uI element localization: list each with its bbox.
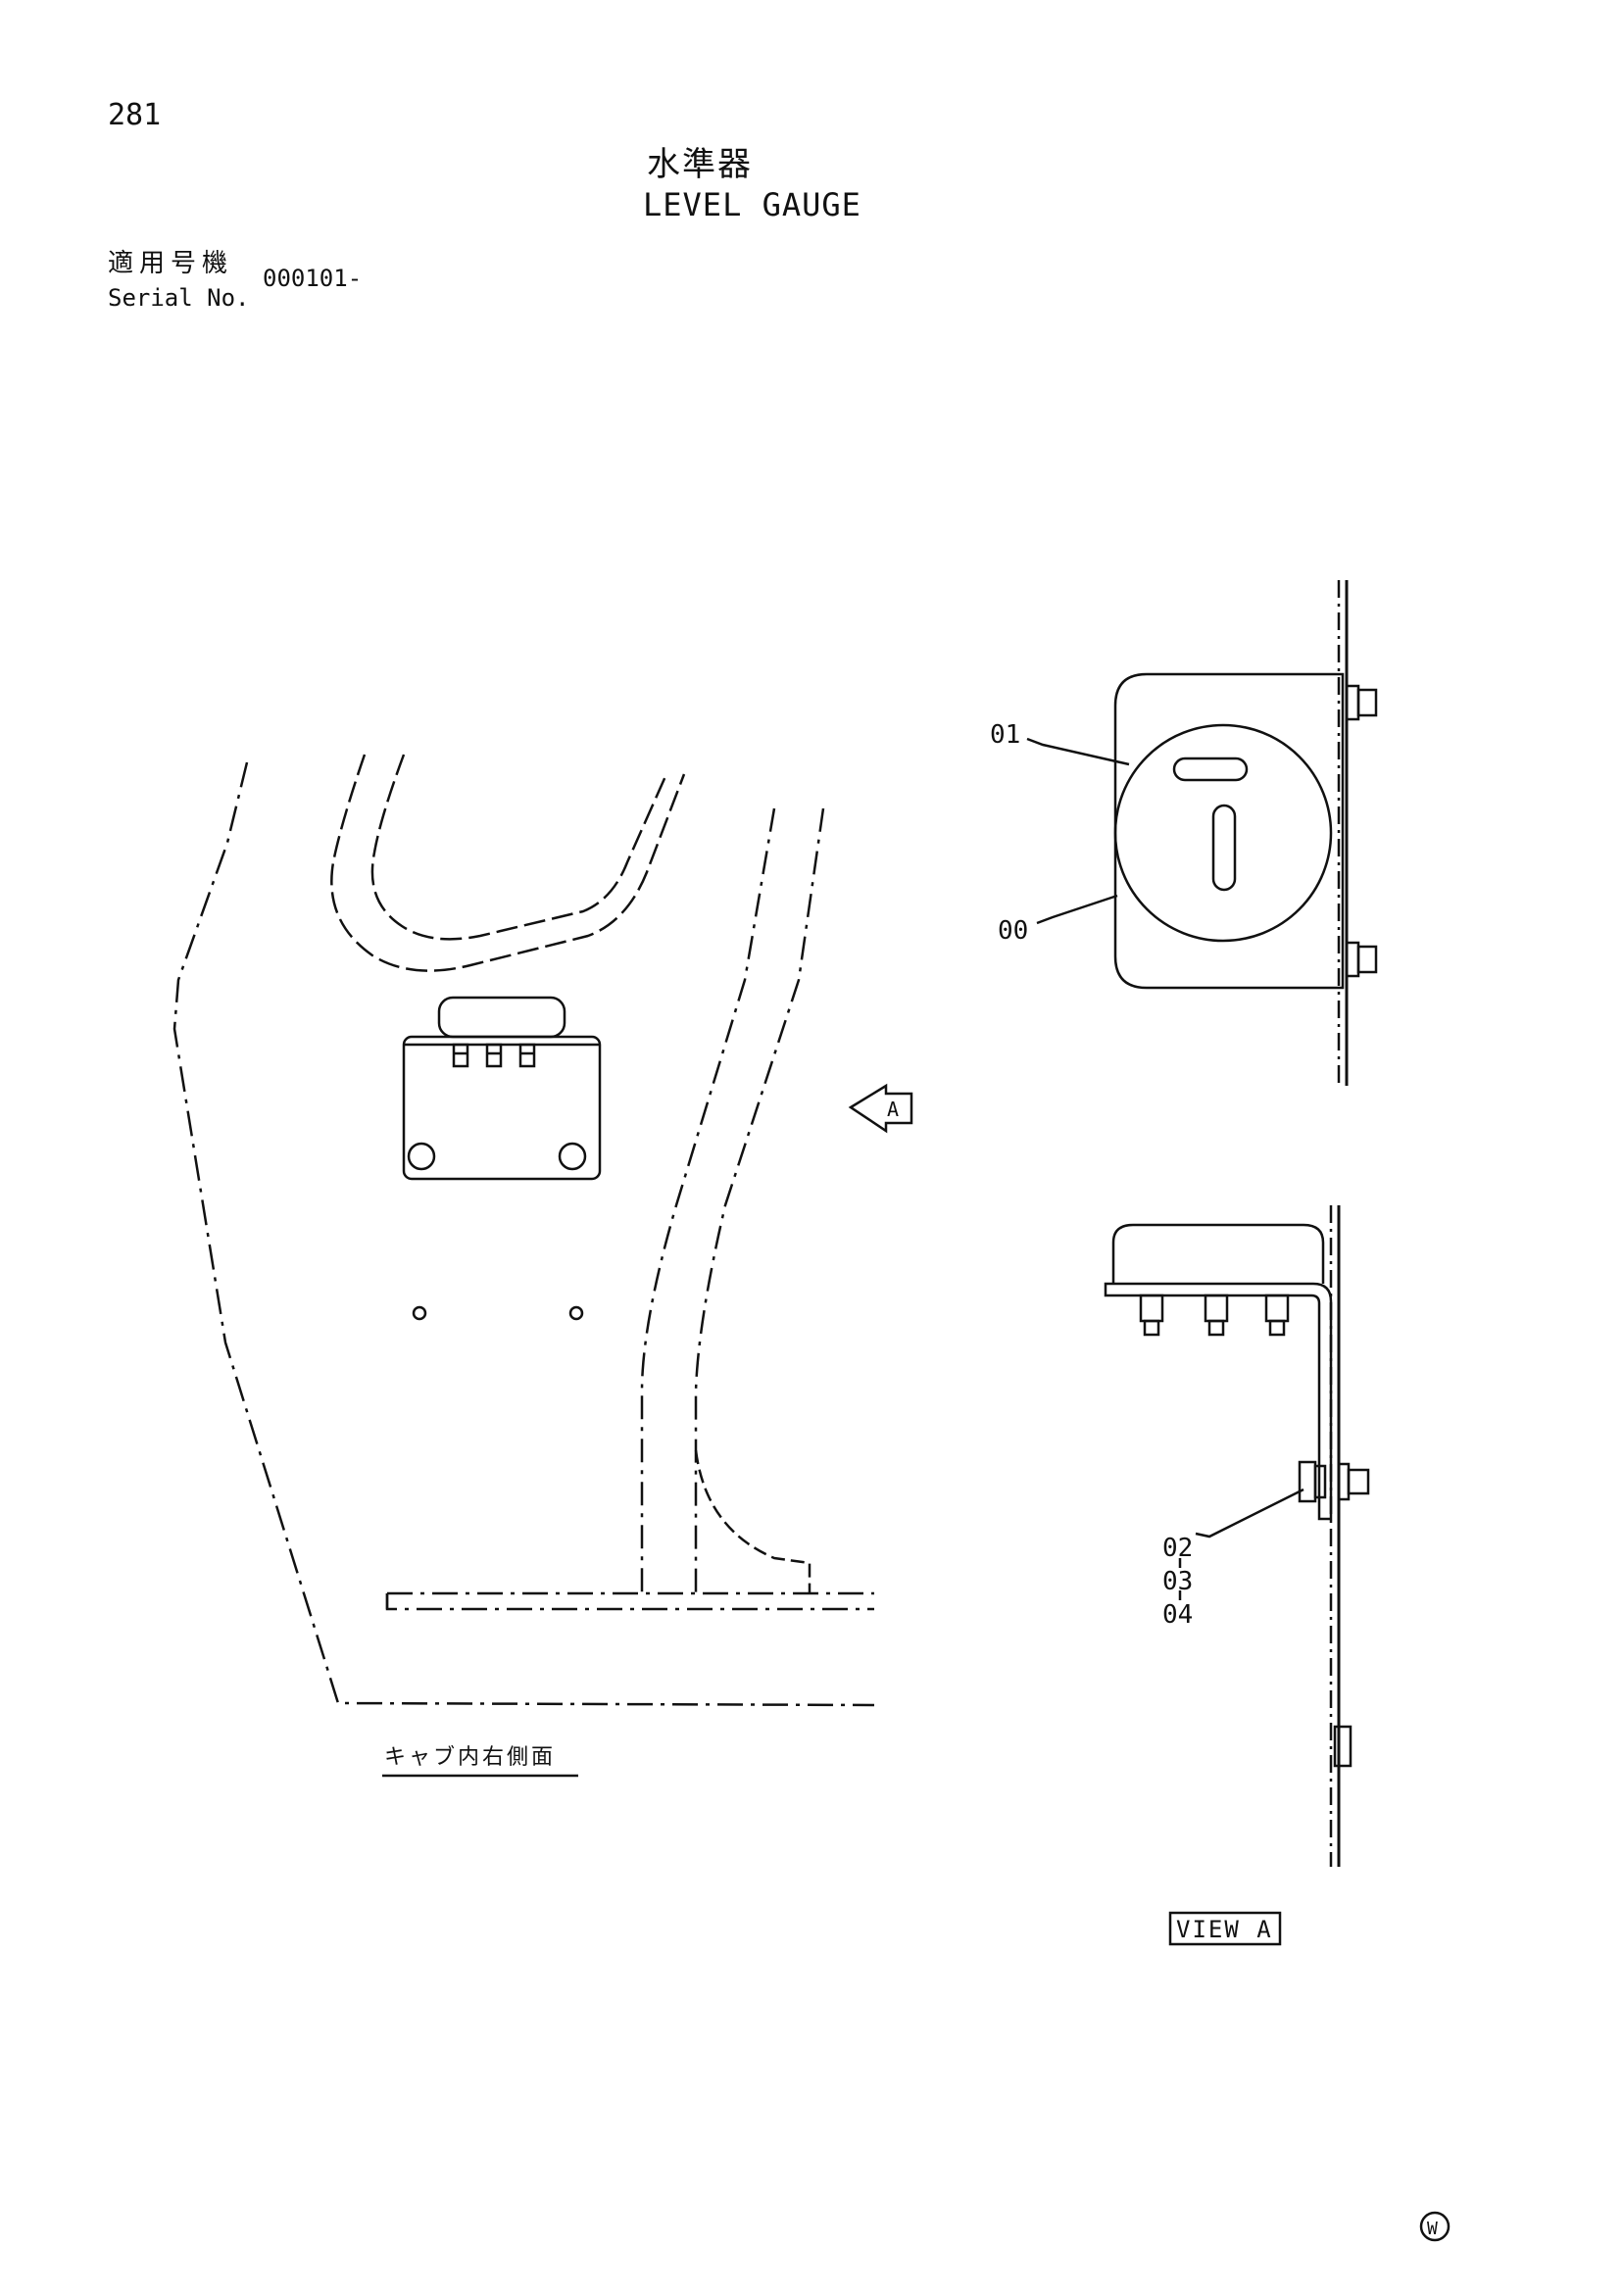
level-gauge-side-icon: [1111, 1223, 1325, 1284]
view-a-arrow-icon: [848, 1083, 913, 1134]
serial-label-english: Serial No.: [108, 284, 250, 312]
bolts-icon: [452, 1043, 536, 1068]
cab-interior-right-side-view: [172, 754, 875, 1707]
level-gauge-body-icon: [437, 996, 566, 1039]
serial-value: 000101-: [263, 265, 363, 292]
bracket-00-icon: [1113, 672, 1345, 990]
part-label-00: 00: [998, 916, 1028, 946]
side-bolts-icon: [1139, 1294, 1290, 1337]
view-a-arrow-label: A: [887, 1098, 899, 1121]
part-label-03: 03: [1162, 1567, 1193, 1596]
footer-mark: W: [1427, 2219, 1438, 2239]
part-label-04: 04: [1162, 1600, 1193, 1630]
view-a-front-view: [1026, 580, 1378, 1086]
part-label-02: 02: [1162, 1534, 1193, 1563]
title-japanese: 水準器: [647, 145, 753, 184]
view-a-label: VIEW A: [1176, 1916, 1273, 1943]
title-english: LEVEL GAUGE: [643, 186, 861, 223]
serial-label-japanese: 適用号機: [108, 249, 234, 278]
page-number: 281: [108, 98, 162, 132]
view-a-side-view: [1104, 1205, 1370, 1946]
bracket-plate-icon: [402, 1035, 602, 1181]
part-label-01: 01: [990, 720, 1020, 750]
cab-caption: キャブ内右側面: [384, 1745, 556, 1770]
level-gauge-01-icon: [1113, 723, 1333, 943]
